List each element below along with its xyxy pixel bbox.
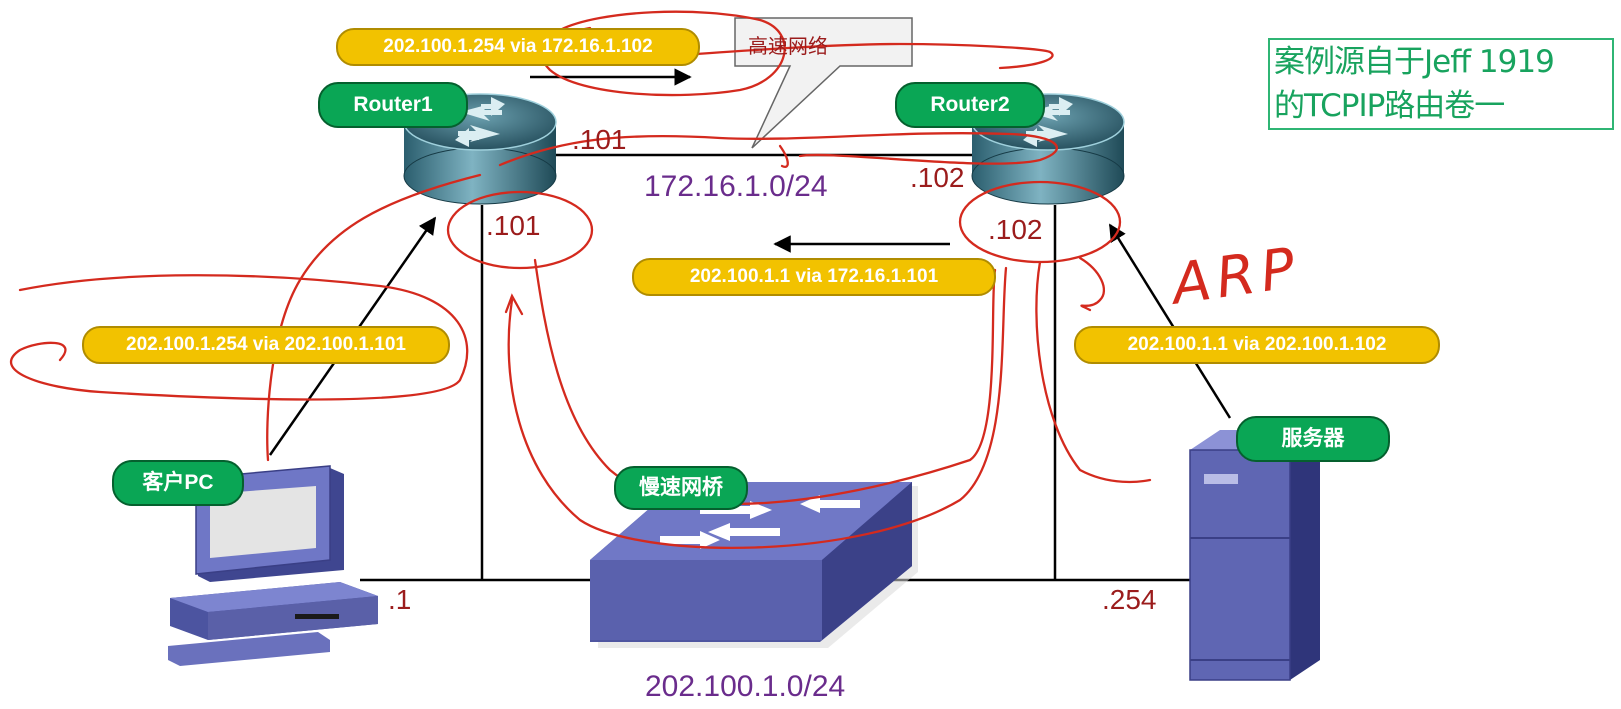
router2-label: Router2 xyxy=(895,82,1045,128)
router1-icon xyxy=(403,93,557,205)
bridge-label: 慢速网桥 xyxy=(614,466,748,510)
server-label: 服务器 xyxy=(1236,416,1390,462)
slow-network-label: 202.100.1.0/24 xyxy=(645,670,846,703)
router1-label: Router1 xyxy=(318,82,468,128)
ink-hook xyxy=(778,144,789,168)
ink-bridge-path-2 xyxy=(507,266,1008,549)
server-address: .254 xyxy=(1102,584,1157,615)
r1-slow-address: .101 xyxy=(486,210,541,241)
ink-curl xyxy=(1078,256,1106,312)
ink-fast-link xyxy=(498,132,1058,167)
route-pill-middle: 202.100.1.1 via 172.16.1.101 xyxy=(632,258,996,296)
client-label: 客户PC xyxy=(112,460,244,506)
source-note: 案例源自于Jeff 1919 的TCPIP路由卷一 xyxy=(1268,38,1614,130)
fast-network-label: 172.16.1.0/24 xyxy=(644,170,828,203)
ink-stroke-top xyxy=(608,42,1054,70)
callout-text: 高速网络 xyxy=(748,36,828,58)
source-note-line2: 的TCPIP路由卷一 xyxy=(1274,88,1505,124)
r2-fast-address: .102 xyxy=(910,162,965,193)
arrow-server-to-router2 xyxy=(1108,223,1232,419)
server-icon xyxy=(1189,430,1320,681)
ink-bridge-path xyxy=(533,258,997,506)
r2-slow-address: .102 xyxy=(988,214,1043,245)
route-pill-top: 202.100.1.254 via 172.16.1.102 xyxy=(336,28,700,66)
ink-loop-client xyxy=(10,274,469,401)
ink-arrow-up xyxy=(504,293,524,316)
route-pill-server: 202.100.1.1 via 202.100.1.102 xyxy=(1074,326,1440,364)
route-pill-client: 202.100.1.254 via 202.100.1.101 xyxy=(82,326,450,364)
ink-server-path xyxy=(1035,260,1152,484)
source-note-line1: 案例源自于Jeff 1919 xyxy=(1274,44,1555,80)
r1-fast-address: .101 xyxy=(572,124,627,155)
client-address: .1 xyxy=(388,584,412,615)
ink-circle-101 xyxy=(446,190,594,270)
ink-client-path xyxy=(266,173,482,462)
callout-bubble xyxy=(734,17,913,149)
